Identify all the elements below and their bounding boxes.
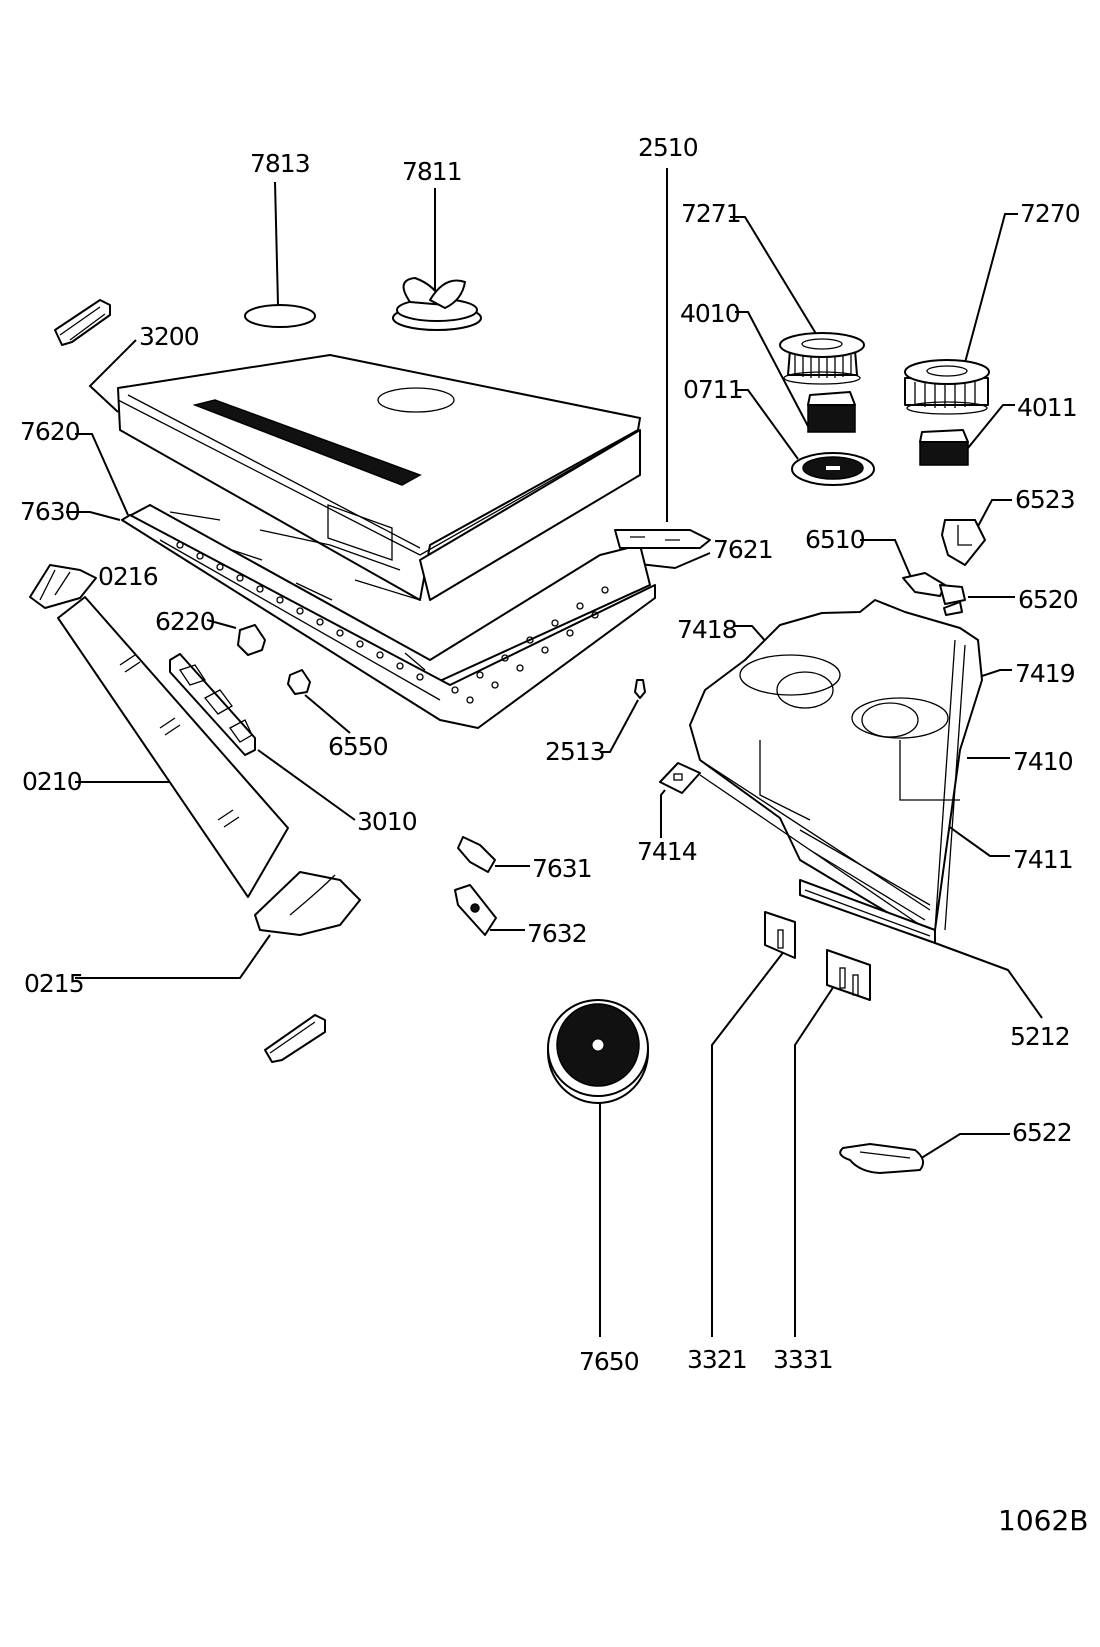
- label-7631: 7631: [532, 854, 592, 883]
- part-0711-filter-disc: [791, 452, 875, 486]
- label-7632: 7632: [527, 919, 587, 948]
- part-2513-screw: [634, 679, 646, 699]
- part-7270-fan-wheel: [904, 359, 990, 415]
- part-clip-top: [54, 299, 111, 346]
- label-7813: 7813: [250, 149, 310, 178]
- label-4011: 4011: [1017, 393, 1077, 422]
- leader-6220: [206, 619, 237, 629]
- leader-3321: [711, 949, 786, 1337]
- part-6550-lamp-holder: [287, 669, 311, 695]
- leader-7271: [730, 216, 819, 338]
- label-0216: 0216: [98, 562, 158, 591]
- leader-3200: [88, 339, 137, 413]
- part-7813-disc: [244, 304, 316, 328]
- leader-lines: [66, 168, 1043, 1337]
- label-3010: 3010: [357, 807, 417, 836]
- label-7270: 7270: [1020, 199, 1080, 228]
- part-3010-control-strip: [169, 653, 256, 756]
- part-3331-mounting-clip: [826, 949, 871, 1001]
- leader-4011: [967, 404, 1015, 449]
- label-6520: 6520: [1018, 585, 1078, 614]
- part-7414-label-plate: [659, 762, 701, 794]
- drawing-code: 1062B: [998, 1504, 1088, 1537]
- part-0215-end-cap: [254, 871, 361, 936]
- leader-0711: [735, 389, 799, 460]
- leader-6550: [304, 694, 351, 734]
- label-7418: 7418: [677, 615, 737, 644]
- leader-5212: [934, 942, 1043, 1019]
- part-6520-lamp-socket: [939, 584, 966, 616]
- label-0215: 0215: [24, 969, 84, 998]
- label-2510: 2510: [638, 133, 698, 162]
- label-7811: 7811: [402, 157, 462, 186]
- part-6522-cable: [839, 1143, 925, 1174]
- label-6550: 6550: [328, 732, 388, 761]
- leader-7630: [66, 511, 121, 521]
- label-7650: 7650: [579, 1347, 639, 1376]
- leader-0215: [75, 934, 271, 979]
- label-3321: 3321: [687, 1345, 747, 1374]
- part-7811-flap: [392, 277, 482, 331]
- label-7419: 7419: [1015, 659, 1075, 688]
- leader-2513: [600, 699, 639, 753]
- part-7620-grease-filter: [121, 504, 651, 691]
- leader-6510: [860, 539, 914, 583]
- part-7632-bracket: [454, 884, 497, 936]
- part-5212-duct: [799, 879, 936, 944]
- leader-7270: [962, 213, 1018, 371]
- label-0711: 0711: [683, 375, 743, 404]
- label-2513: 2513: [545, 737, 605, 766]
- part-0210-glass-panel: [57, 596, 289, 898]
- part-7271-fan-wheel: [779, 332, 865, 385]
- label-6523: 6523: [1015, 485, 1075, 514]
- part-4011-motor: [919, 429, 969, 466]
- part-6510-lamp: [902, 572, 946, 597]
- part-6523-terminal-block: [941, 519, 986, 566]
- label-6220: 6220: [155, 607, 215, 636]
- label-4010: 4010: [680, 299, 740, 328]
- label-3200: 3200: [139, 322, 199, 351]
- label-7414: 7414: [637, 837, 697, 866]
- label-7411: 7411: [1013, 845, 1073, 874]
- label-3331: 3331: [773, 1345, 833, 1374]
- part-7621-slider-pad: [614, 529, 711, 549]
- label-7410: 7410: [1013, 747, 1073, 776]
- part-7631-clip: [457, 836, 496, 873]
- leader-7620: [75, 433, 129, 516]
- part-3321-mounting-clip: [764, 911, 796, 959]
- label-7271: 7271: [681, 199, 741, 228]
- part-3200-hood-housing: [117, 354, 641, 601]
- part-7630-filter-frame: [121, 514, 656, 729]
- label-6522: 6522: [1012, 1118, 1072, 1147]
- label-7620: 7620: [20, 417, 80, 446]
- part-0216-side-cap: [29, 564, 97, 609]
- leader-6522: [914, 1133, 1010, 1163]
- label-7621: 7621: [713, 535, 773, 564]
- part-7410-fan-housing: [689, 599, 983, 931]
- label-6510: 6510: [805, 525, 865, 554]
- part-labels: 7813 7811 2510 7271 7270 4010 4011 0711 …: [20, 133, 1088, 1537]
- part-7650-carbon-filter: [547, 999, 649, 1104]
- leader-3331: [794, 979, 839, 1337]
- leader-4010: [735, 311, 811, 431]
- leader-3010: [257, 749, 356, 821]
- leader-7813: [274, 181, 279, 306]
- perforation-holes: [176, 541, 609, 704]
- label-0210: 0210: [22, 767, 82, 796]
- label-5212: 5212: [1010, 1022, 1070, 1051]
- part-6220-switch: [237, 624, 266, 656]
- part-clip-bottom: [264, 1014, 326, 1063]
- leader-7414: [660, 789, 666, 838]
- part-4010-motor: [807, 391, 856, 433]
